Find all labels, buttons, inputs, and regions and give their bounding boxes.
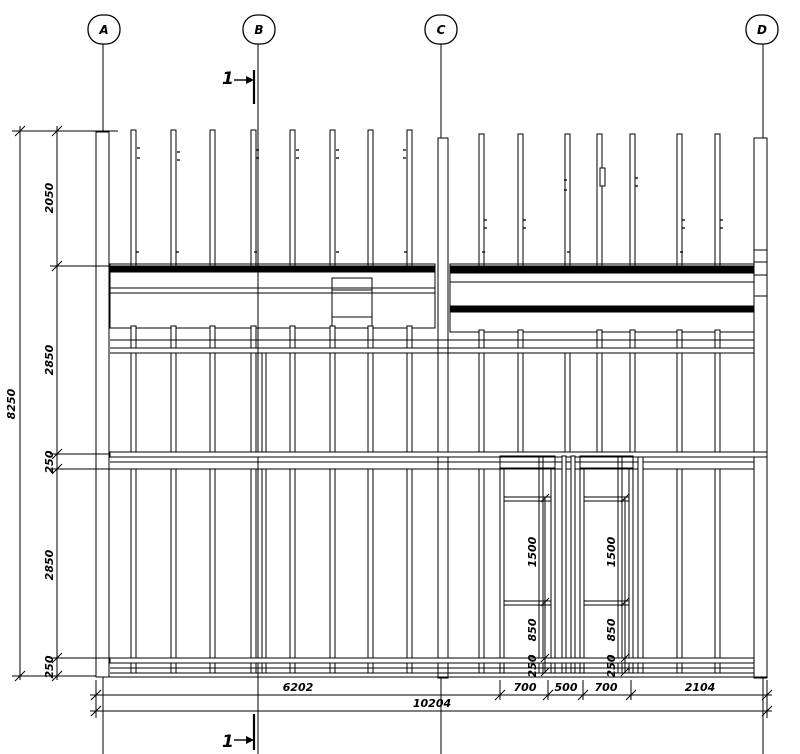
attic-posts xyxy=(130,325,721,349)
rafter xyxy=(714,133,721,271)
rafter xyxy=(329,129,336,271)
middle-post xyxy=(437,137,449,679)
rafter xyxy=(676,133,683,271)
horizontal-dimensions xyxy=(90,680,773,718)
second-floor-studs xyxy=(130,352,721,453)
axis-marker-b: B xyxy=(242,14,276,45)
rafter xyxy=(629,133,636,271)
dim-left-base: 250 xyxy=(526,654,539,677)
section-marker-top: 1 xyxy=(222,69,256,104)
dim-floor-slab: 250 xyxy=(43,450,56,473)
end-post-left xyxy=(95,131,110,678)
dim-second-floor-height: 2850 xyxy=(43,344,56,375)
dim-total-height: 8250 xyxy=(5,388,18,419)
attic-truss-left xyxy=(109,263,436,329)
rafter xyxy=(209,129,216,271)
base-plate xyxy=(96,657,767,678)
rafter xyxy=(289,129,296,271)
first-floor-studs xyxy=(130,456,721,674)
section-marker-bottom: 1 xyxy=(222,714,256,752)
vertical-dimensions xyxy=(12,125,118,682)
axis-marker-a: A xyxy=(87,14,121,45)
dim-width-left: 6202 xyxy=(283,681,314,694)
dim-roof-height: 2050 xyxy=(43,182,56,213)
section-label-bottom: 1 xyxy=(222,732,234,752)
attic-hatch xyxy=(331,277,373,329)
rafter xyxy=(406,129,413,271)
rafter xyxy=(130,129,137,271)
end-post-right xyxy=(753,137,768,679)
dim-width-window-right: 700 xyxy=(595,681,618,694)
floor-beam xyxy=(109,451,768,458)
attic-zone xyxy=(109,249,768,333)
window-dimensions xyxy=(540,493,630,677)
second-floor-frame xyxy=(109,339,768,674)
rafter xyxy=(517,133,524,271)
axis-label-b: B xyxy=(254,23,263,37)
dim-width-pier: 500 xyxy=(555,681,578,694)
axis-lines xyxy=(102,44,764,754)
dim-left-window-height: 1500 xyxy=(526,536,539,567)
section-label-top: 1 xyxy=(222,69,234,89)
rafter-ticks xyxy=(136,147,723,253)
dim-right-sill: 850 xyxy=(605,618,618,641)
rafter xyxy=(596,133,603,271)
gable-block xyxy=(753,249,768,297)
rafter xyxy=(564,133,571,271)
rafter xyxy=(367,129,374,271)
dim-base-height: 250 xyxy=(43,655,56,678)
bracket xyxy=(599,167,606,187)
attic-truss-right xyxy=(449,263,755,333)
window-opening-left xyxy=(499,455,556,674)
window-mullions xyxy=(561,455,576,674)
rafter xyxy=(250,129,257,271)
roof-rafters xyxy=(95,129,768,679)
rafter xyxy=(170,129,177,271)
dim-width-right: 2104 xyxy=(685,681,716,694)
axis-marker-d: D xyxy=(745,14,779,45)
rafter xyxy=(478,133,485,271)
window-lintel xyxy=(579,455,634,469)
window-lintel xyxy=(499,455,556,469)
axis-label-c: C xyxy=(437,23,446,37)
dim-left-sill: 850 xyxy=(526,618,539,641)
axis-marker-c: C xyxy=(424,14,458,45)
dim-width-window-left: 700 xyxy=(514,681,537,694)
dim-first-floor-height: 2850 xyxy=(43,549,56,580)
dim-right-base: 250 xyxy=(605,654,618,677)
mid-beam-right xyxy=(449,305,755,313)
top-beam-left xyxy=(109,265,436,273)
axis-label-a: A xyxy=(98,23,108,37)
axis-label-d: D xyxy=(757,23,767,37)
dim-overall-width: 10204 xyxy=(413,697,451,710)
top-beam-right xyxy=(449,265,755,274)
dim-right-window-height: 1500 xyxy=(605,536,618,567)
